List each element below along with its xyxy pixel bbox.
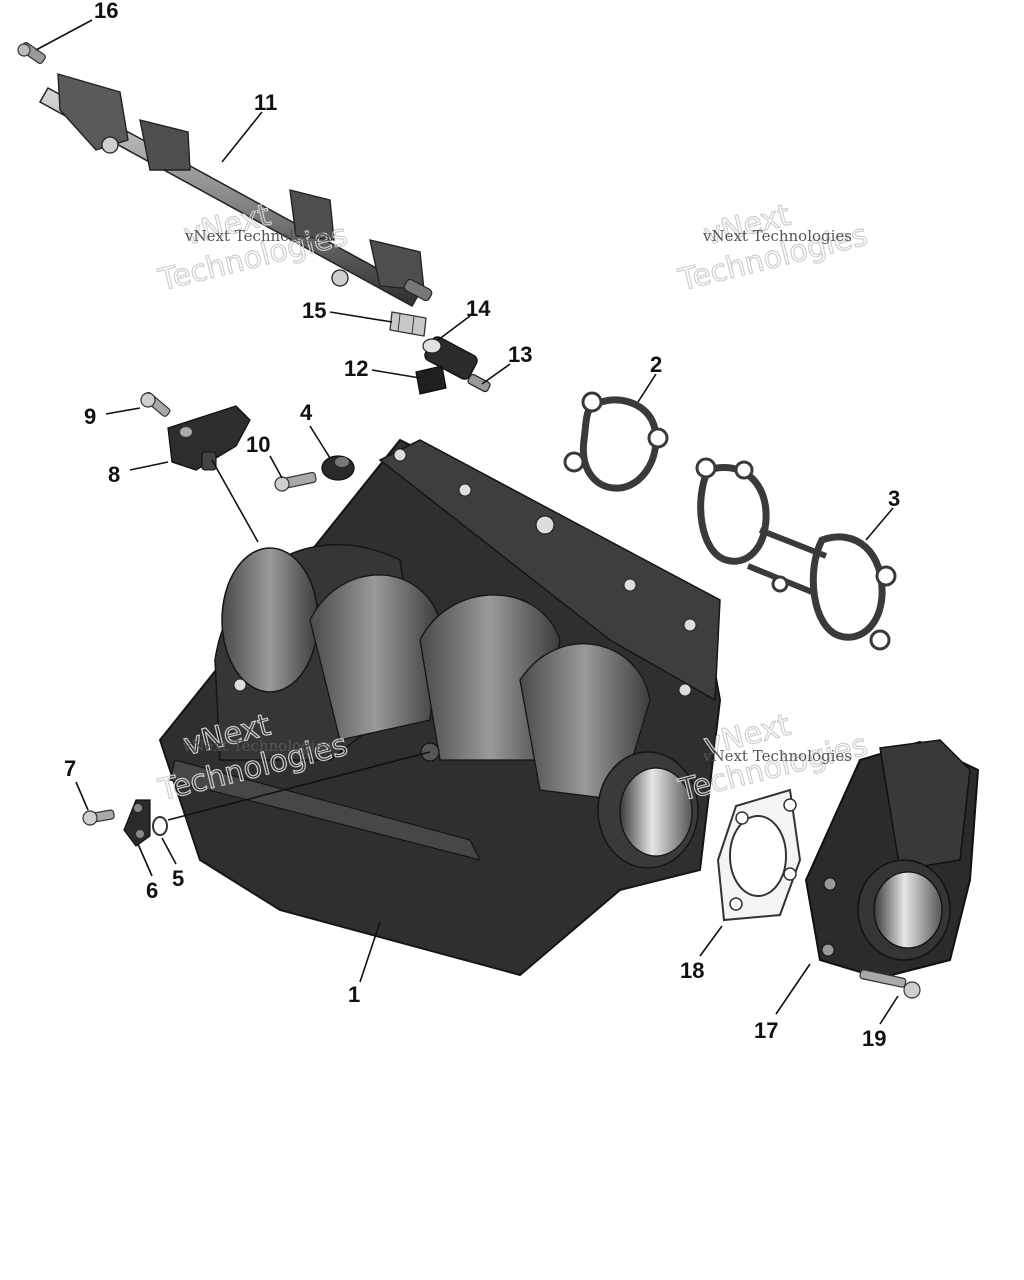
callout-15: 15 bbox=[302, 298, 326, 323]
part-2-gasket bbox=[563, 391, 669, 492]
callout-12: 12 bbox=[344, 356, 368, 381]
part-3-gasket bbox=[695, 457, 897, 651]
part-11-fuel-rail bbox=[38, 73, 433, 308]
callout-2: 2 bbox=[650, 352, 662, 377]
watermark-2-small: vNext Technologies bbox=[702, 227, 852, 245]
part-8-map-sensor bbox=[167, 405, 251, 471]
leader-lines bbox=[35, 19, 899, 1025]
callout-3: 3 bbox=[888, 486, 900, 511]
callout-4: 4 bbox=[300, 400, 313, 425]
part-17-throttle-body bbox=[804, 739, 980, 980]
part-15-clip bbox=[389, 311, 427, 337]
part-16-bolt bbox=[17, 42, 46, 64]
callout-8: 8 bbox=[108, 462, 120, 487]
callout-labels: 16 11 15 14 12 13 2 3 9 8 10 4 7 6 5 1 1… bbox=[64, 0, 900, 1051]
callout-7: 7 bbox=[64, 756, 76, 781]
callout-19: 19 bbox=[862, 1026, 886, 1051]
callout-18: 18 bbox=[680, 958, 704, 983]
part-7-bolt bbox=[82, 809, 115, 826]
watermark-4-small: vNext Technologies bbox=[702, 747, 852, 765]
callout-13: 13 bbox=[508, 342, 532, 367]
part-18-gasket bbox=[716, 788, 802, 922]
watermark-1-small: vNext Technologies bbox=[184, 227, 334, 245]
part-12-14-injector bbox=[415, 336, 491, 395]
callout-1: 1 bbox=[348, 982, 360, 1007]
callout-10: 10 bbox=[246, 432, 270, 457]
callout-16: 16 bbox=[94, 0, 118, 23]
callout-14: 14 bbox=[466, 296, 491, 321]
callout-11: 11 bbox=[254, 90, 277, 115]
part-9-bolt bbox=[140, 391, 171, 417]
callout-5: 5 bbox=[172, 866, 184, 891]
callout-17: 17 bbox=[754, 1018, 778, 1043]
part-5-o-ring bbox=[152, 816, 168, 836]
watermark-3-small: vNext Technologies bbox=[182, 737, 332, 755]
callout-6: 6 bbox=[146, 878, 158, 903]
part-4-plug bbox=[321, 455, 355, 481]
part-1-intake-manifold bbox=[158, 438, 722, 977]
part-6-sensor bbox=[123, 799, 151, 847]
part-10-bolt bbox=[274, 471, 317, 492]
part-19-bolt bbox=[859, 969, 921, 999]
callout-9: 9 bbox=[84, 404, 96, 429]
